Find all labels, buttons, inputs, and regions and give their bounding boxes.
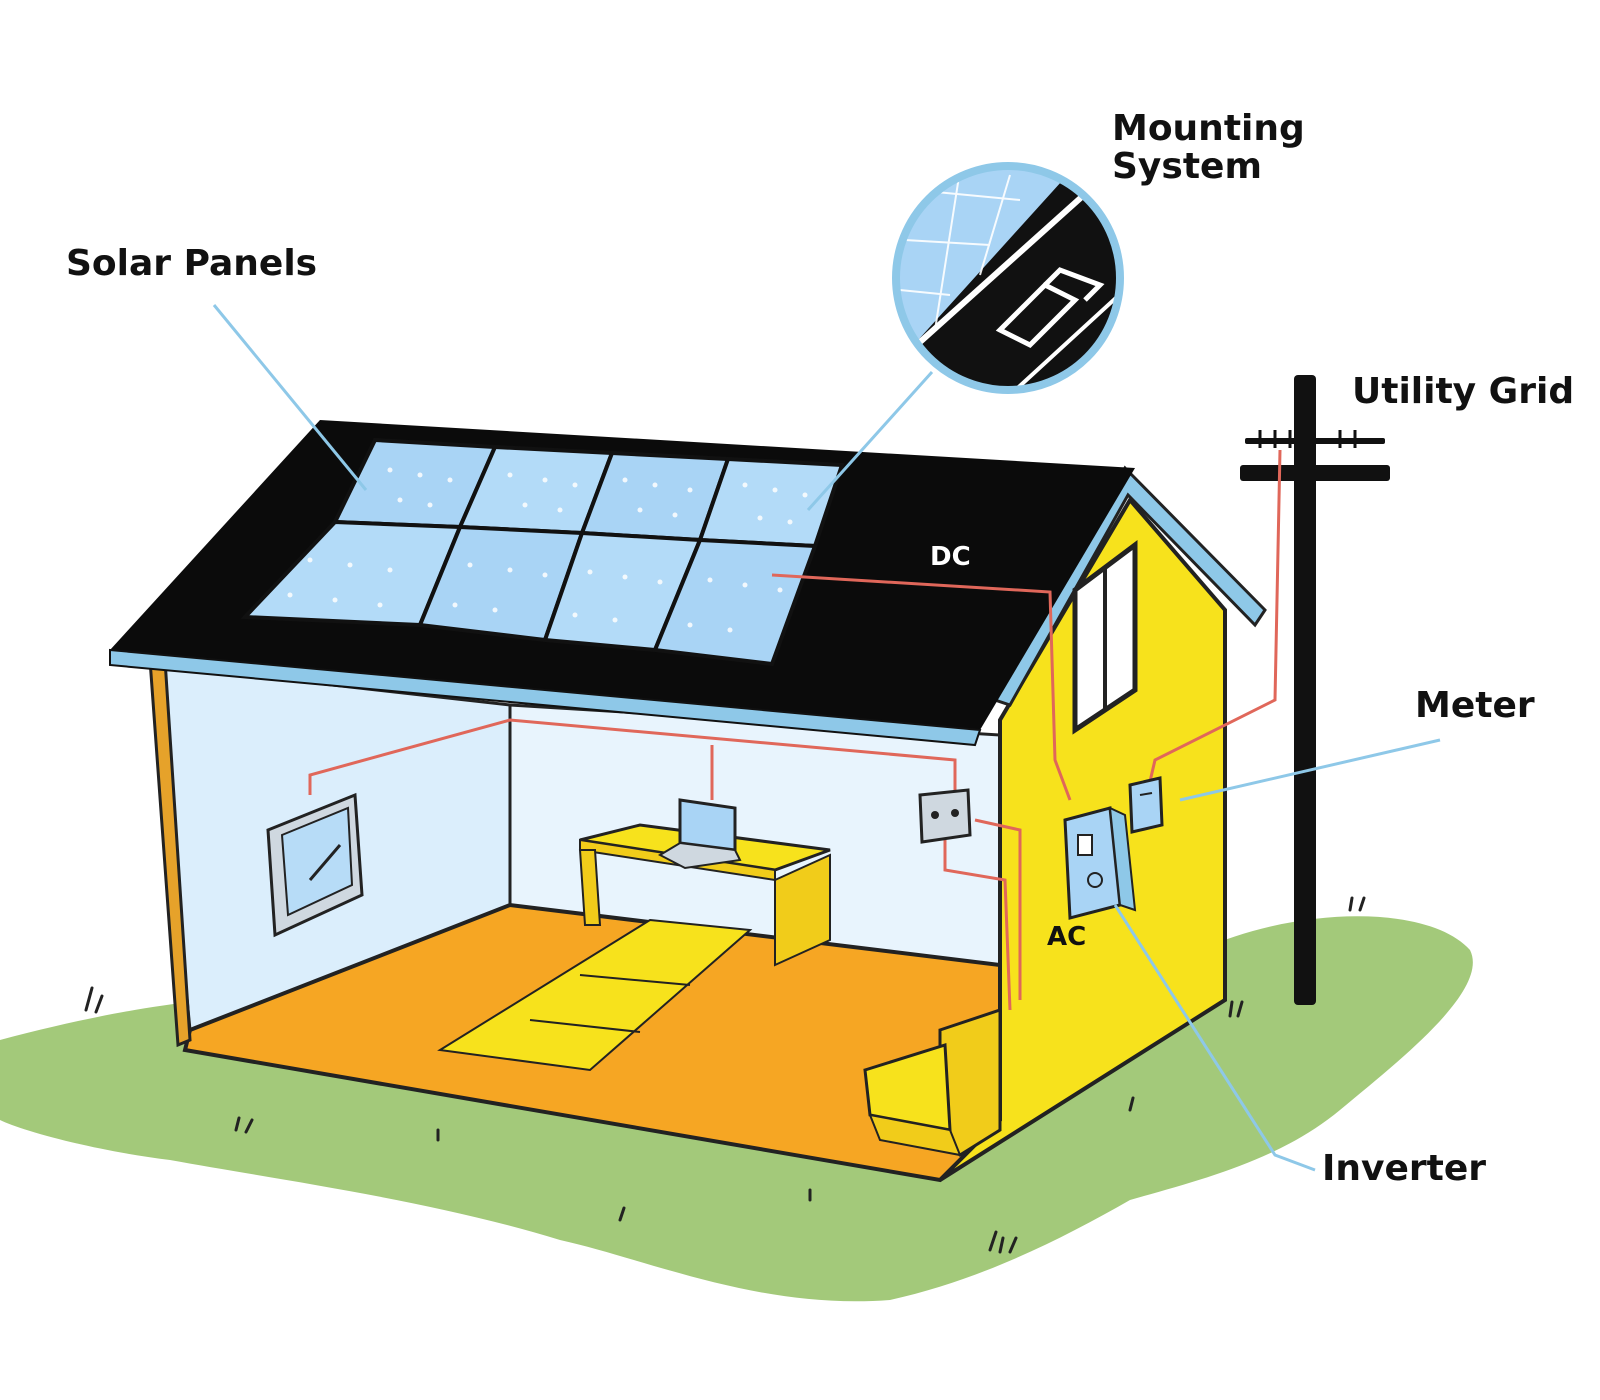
- laptop: [657, 798, 742, 870]
- leader-meter: [1179, 738, 1441, 802]
- label-mounting-line1: Mounting: [1112, 108, 1305, 149]
- rug: [437, 918, 753, 1072]
- label-ac-wiring: AC: [1047, 922, 1087, 952]
- solar-cell-dots: [287, 467, 808, 633]
- solar-panel-array: [240, 437, 845, 667]
- gable-window: [1072, 540, 1138, 735]
- label-inverter: Inverter: [1322, 1148, 1487, 1189]
- leader-solar: [212, 304, 368, 491]
- meter-box: [1128, 776, 1164, 834]
- armchair: [863, 1007, 1002, 1157]
- utility-pole: [1240, 375, 1390, 1005]
- wall-tablet: [266, 792, 364, 938]
- label-meter: Meter: [1415, 685, 1535, 726]
- grass-tufts: [84, 896, 1366, 1254]
- label-mounting-system: Mounting System: [1112, 110, 1305, 186]
- breaker-box: [918, 788, 972, 844]
- label-solar-panels: Solar Panels: [66, 243, 318, 284]
- inverter-box: [1063, 806, 1137, 920]
- leader-mount: [806, 370, 934, 512]
- label-dc-wiring: DC: [930, 542, 971, 572]
- leader-inverter: [1113, 904, 1316, 1172]
- label-utility-grid: Utility Grid: [1352, 371, 1575, 412]
- roof-eave: [109, 648, 982, 747]
- electrical-wiring: [308, 449, 1282, 1011]
- label-mounting-line2: System: [1112, 146, 1262, 187]
- mounting-bracket-inset: [892, 162, 1124, 394]
- leader-lines: [212, 304, 1441, 1172]
